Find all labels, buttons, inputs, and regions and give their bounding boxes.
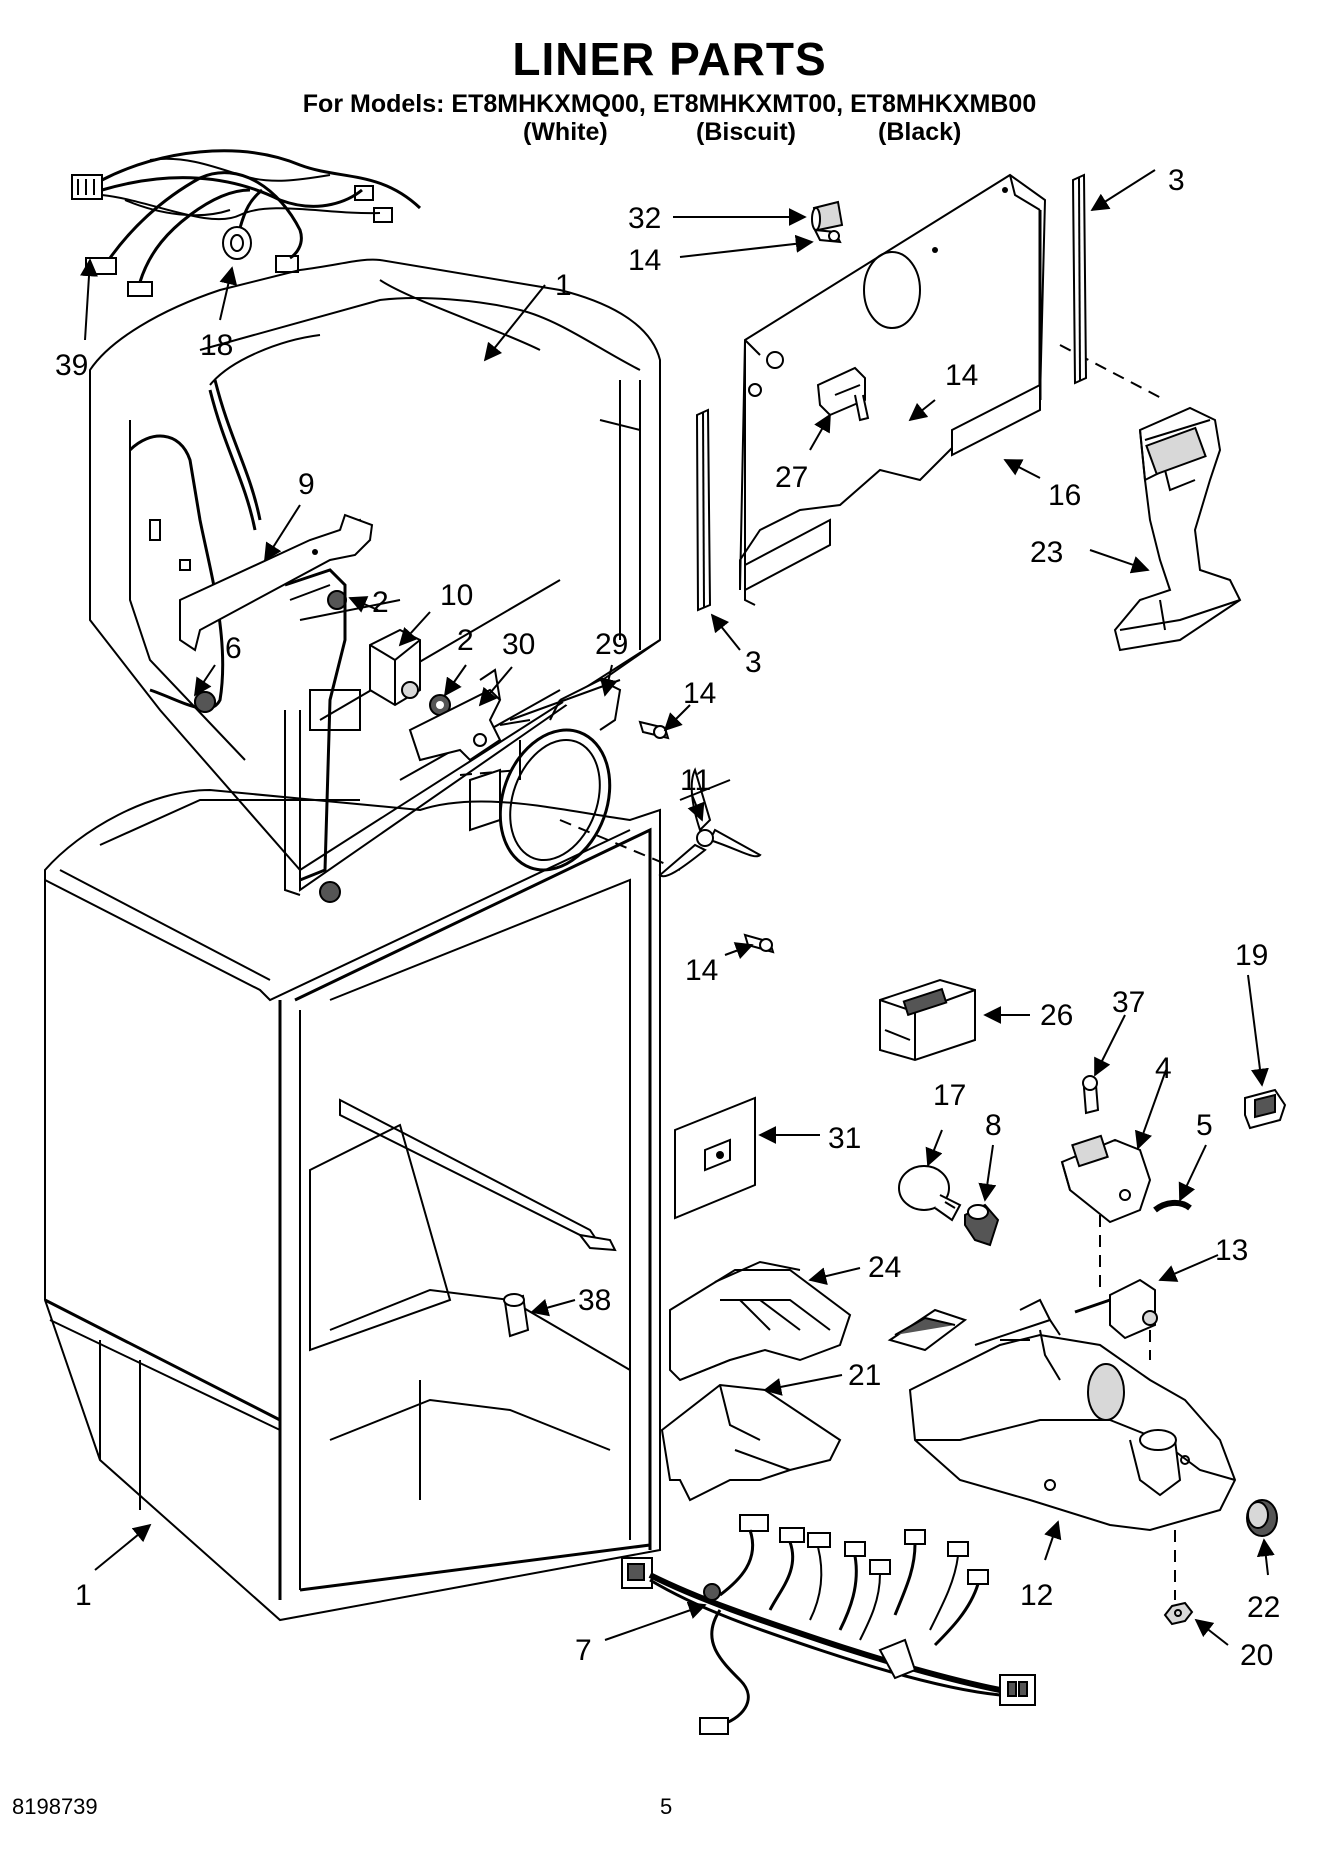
callout-14-fan: 14: [685, 954, 718, 987]
spacer-32: [811, 200, 844, 232]
callout-12: 12: [1020, 1579, 1053, 1612]
wire-harness-39: [71, 149, 422, 297]
callout-30: 30: [502, 628, 535, 661]
fan-blade-11: [658, 767, 762, 878]
page-number: 5: [660, 1794, 673, 1819]
callout-20: 20: [1240, 1639, 1273, 1672]
vent-slots: [744, 383, 1041, 592]
light-housing-24: [669, 1260, 852, 1382]
lamp-socket-8: [964, 1203, 1000, 1247]
callout-16: 16: [1048, 479, 1081, 512]
control-housing-4: [1060, 1134, 1152, 1224]
freezer-liner: [89, 258, 661, 896]
light-bulb-17: [898, 1165, 962, 1222]
callout-10: 10: [440, 579, 473, 612]
callout-18: 18: [200, 329, 233, 362]
thermostat-13: [1074, 1278, 1158, 1340]
callout-24: 24: [868, 1251, 901, 1284]
variant-biscuit: (Biscuit): [696, 118, 796, 146]
callout-14-panel: 14: [945, 359, 978, 392]
screw-37: [1082, 1075, 1100, 1115]
seal-strip-3b: [1071, 173, 1088, 385]
callout-11: 11: [680, 764, 711, 797]
connector-19: [1244, 1088, 1287, 1130]
callout-3-right: 3: [1168, 164, 1185, 197]
callout-39: 39: [55, 349, 88, 382]
damper-control-10: [194, 590, 451, 716]
nut-20: [1163, 1601, 1194, 1626]
callout-19: 19: [1235, 939, 1268, 972]
tube-5: [1153, 1200, 1192, 1213]
air-duct-23: [1113, 406, 1242, 652]
callout-37: 37: [1112, 986, 1145, 1019]
evaporator-cover-16: [739, 173, 1166, 606]
callout-14-spacer: 14: [628, 244, 661, 277]
mounting-bracket-9: [179, 513, 374, 652]
callout-21: 21: [848, 1359, 881, 1392]
callout-22: 22: [1247, 1591, 1280, 1624]
fresh-food-liner: [44, 788, 661, 1622]
callout-5: 5: [1196, 1109, 1213, 1142]
freezer-trim: [284, 568, 347, 882]
leader-arrows: [80, 169, 1275, 1646]
light-shield-26: [879, 978, 976, 1062]
callout-3-left: 3: [745, 646, 762, 679]
callout-9: 9: [298, 468, 315, 501]
variant-black: (Black): [878, 118, 962, 146]
baffle-31: [674, 1096, 756, 1220]
page-title: LINER PARTS: [512, 33, 827, 85]
callout-26: 26: [1040, 999, 1073, 1032]
callout-7: 7: [575, 1634, 592, 1667]
callout-32: 32: [628, 202, 661, 235]
document-number: 8198739: [12, 1794, 98, 1819]
plug-38: [503, 1293, 530, 1338]
callout-27: 27: [775, 461, 808, 494]
callout-38: 38: [578, 1284, 611, 1317]
callout-17: 17: [933, 1079, 966, 1112]
callout-13: 13: [1215, 1234, 1248, 1267]
callout-29: 29: [595, 628, 628, 661]
callout-31: 31: [828, 1122, 861, 1155]
variant-white: (White): [523, 118, 608, 146]
wire-harness-7: [621, 1514, 1036, 1735]
callout-14-fan-bracket: 14: [683, 677, 716, 710]
bracket-27: [816, 366, 870, 422]
callout-8: 8: [985, 1109, 1002, 1142]
callout-2b: 2: [457, 624, 474, 657]
knob-22: [1246, 1499, 1278, 1537]
callout-2a: 2: [372, 586, 389, 619]
light-housing-21: [660, 1383, 842, 1502]
control-housing-12: [887, 1298, 1237, 1532]
callout-4: 4: [1155, 1052, 1172, 1085]
models-line: For Models: ET8MHKXMQ00, ET8MHKXMT00, ET…: [302, 90, 1037, 118]
callout-23: 23: [1030, 536, 1063, 569]
callout-6: 6: [225, 632, 242, 665]
callout-1-fresh-food: 1: [75, 1579, 92, 1612]
seal-strip-3a: [695, 408, 712, 612]
callout-1-freezer: 1: [555, 269, 572, 302]
